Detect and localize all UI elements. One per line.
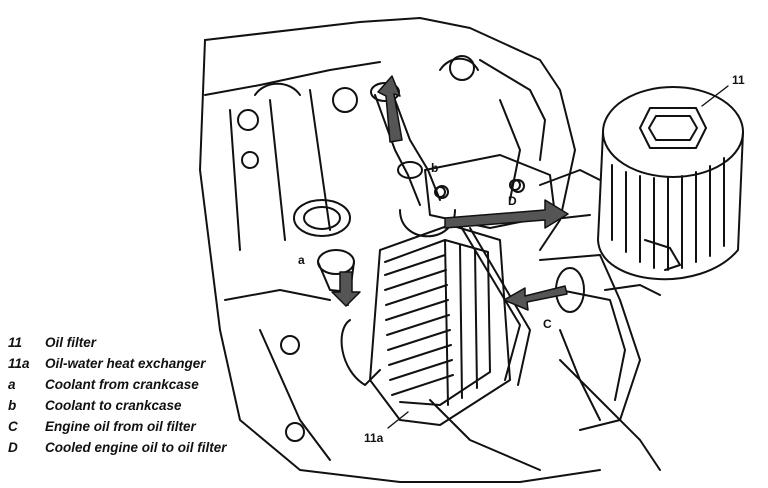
legend-key: a [8,377,16,392]
legend-row-11: 11 Oil filter [8,332,308,353]
callout-d: D [508,194,517,208]
oil-filter [597,86,744,296]
legend-key: 11a [8,356,30,371]
arrow-d-flow [444,199,569,229]
legend-text: Oil-water heat exchanger [45,356,206,371]
legend-key: D [8,440,18,455]
legend-text: Cooled engine oil to oil filter [45,440,227,455]
heat-exchanger [369,224,531,426]
callout-11: 11 [732,73,745,87]
filter-housing [539,254,641,431]
callout-11-leader [701,85,729,107]
legend-key: C [8,419,18,434]
callout-b: b [431,161,438,175]
callout-11a-leader [387,411,409,429]
legend-row-b: b Coolant to crankcase [8,395,308,416]
legend-row-d: D Cooled engine oil to oil filter [8,437,308,458]
coolant-fittings [293,82,456,386]
legend-row-c: C Engine oil from oil filter [8,416,308,437]
engine-block [199,17,661,483]
legend-row-a: a Coolant from crankcase [8,374,308,395]
legend: 11 Oil filter 11a Oil-water heat exchang… [8,332,308,458]
callout-11a: 11a [364,431,384,445]
legend-text: Oil filter [45,335,97,350]
callout-c: C [543,317,552,331]
legend-row-11a: 11a Oil-water heat exchanger [8,353,308,374]
legend-text: Coolant to crankcase [45,398,182,413]
legend-text: Coolant from crankcase [45,377,199,392]
callout-a: a [298,253,305,267]
legend-text: Engine oil from oil filter [45,419,196,434]
arrow-b-flow [377,75,403,143]
arrow-c-flow [503,285,568,311]
legend-key: b [8,398,17,413]
legend-key: 11 [8,335,23,350]
arrow-a-flow [331,271,361,307]
